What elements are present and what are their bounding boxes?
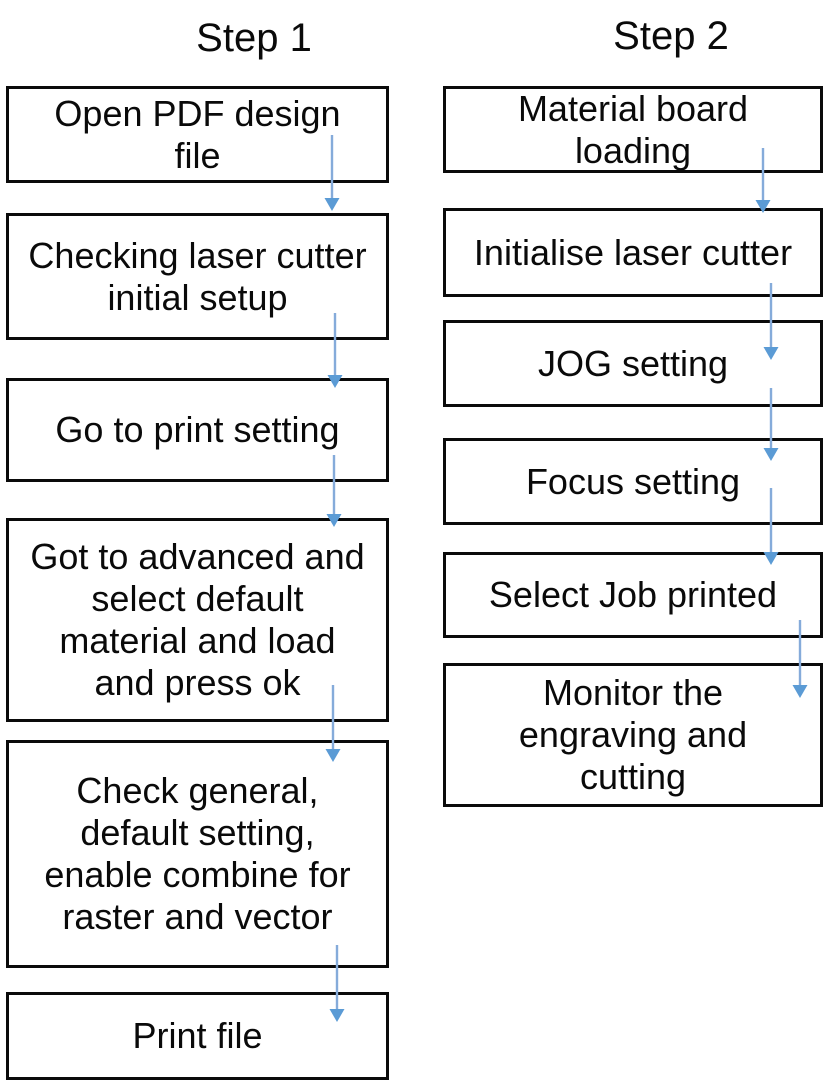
- flow-box-label: Select Job printed: [488, 574, 778, 615]
- flow-box-got-to-advanced-select-default-material: Got to advanced and select default mater…: [6, 518, 389, 722]
- flow-box-label: Monitor the engraving and cutting: [518, 672, 748, 797]
- flow-box-label: JOG setting: [537, 342, 729, 384]
- flow-box-label: Open PDF design file: [54, 92, 341, 176]
- flow-box-check-general-default-setting: Check general, default setting, enable c…: [6, 740, 389, 968]
- flow-box-label: Focus setting: [525, 460, 741, 502]
- flow-box-label: Go to print setting: [55, 409, 340, 450]
- flow-box-label: Print file: [132, 1015, 263, 1056]
- flow-box-monitor-engraving-cutting: Monitor the engraving and cutting: [443, 663, 823, 807]
- flow-box-print-file: Print file: [6, 992, 389, 1080]
- column-title-step-2: Step 2: [613, 14, 729, 58]
- flow-box-material-board-loading: Material board loading: [443, 86, 823, 173]
- flow-box-label: Checking laser cutter initial setup: [28, 234, 367, 318]
- flow-box-label: Material board loading: [517, 87, 749, 171]
- flow-box-checking-laser-cutter-initial-setup: Checking laser cutter initial setup: [6, 213, 389, 340]
- flow-box-label: Got to advanced and select default mater…: [30, 536, 365, 703]
- flow-box-label: Initialise laser cutter: [473, 231, 793, 273]
- column-title-step-1: Step 1: [196, 16, 312, 60]
- flow-box-initialise-laser-cutter: Initialise laser cutter: [443, 208, 823, 297]
- flow-box-jog-setting: JOG setting: [443, 320, 823, 407]
- flow-box-select-job-printed: Select Job printed: [443, 552, 823, 638]
- flow-box-label: Check general, default setting, enable c…: [44, 770, 351, 937]
- flow-box-go-to-print-setting: Go to print setting: [6, 378, 389, 482]
- flow-box-open-pdf-design-file: Open PDF design file: [6, 86, 389, 183]
- flow-box-focus-setting: Focus setting: [443, 438, 823, 525]
